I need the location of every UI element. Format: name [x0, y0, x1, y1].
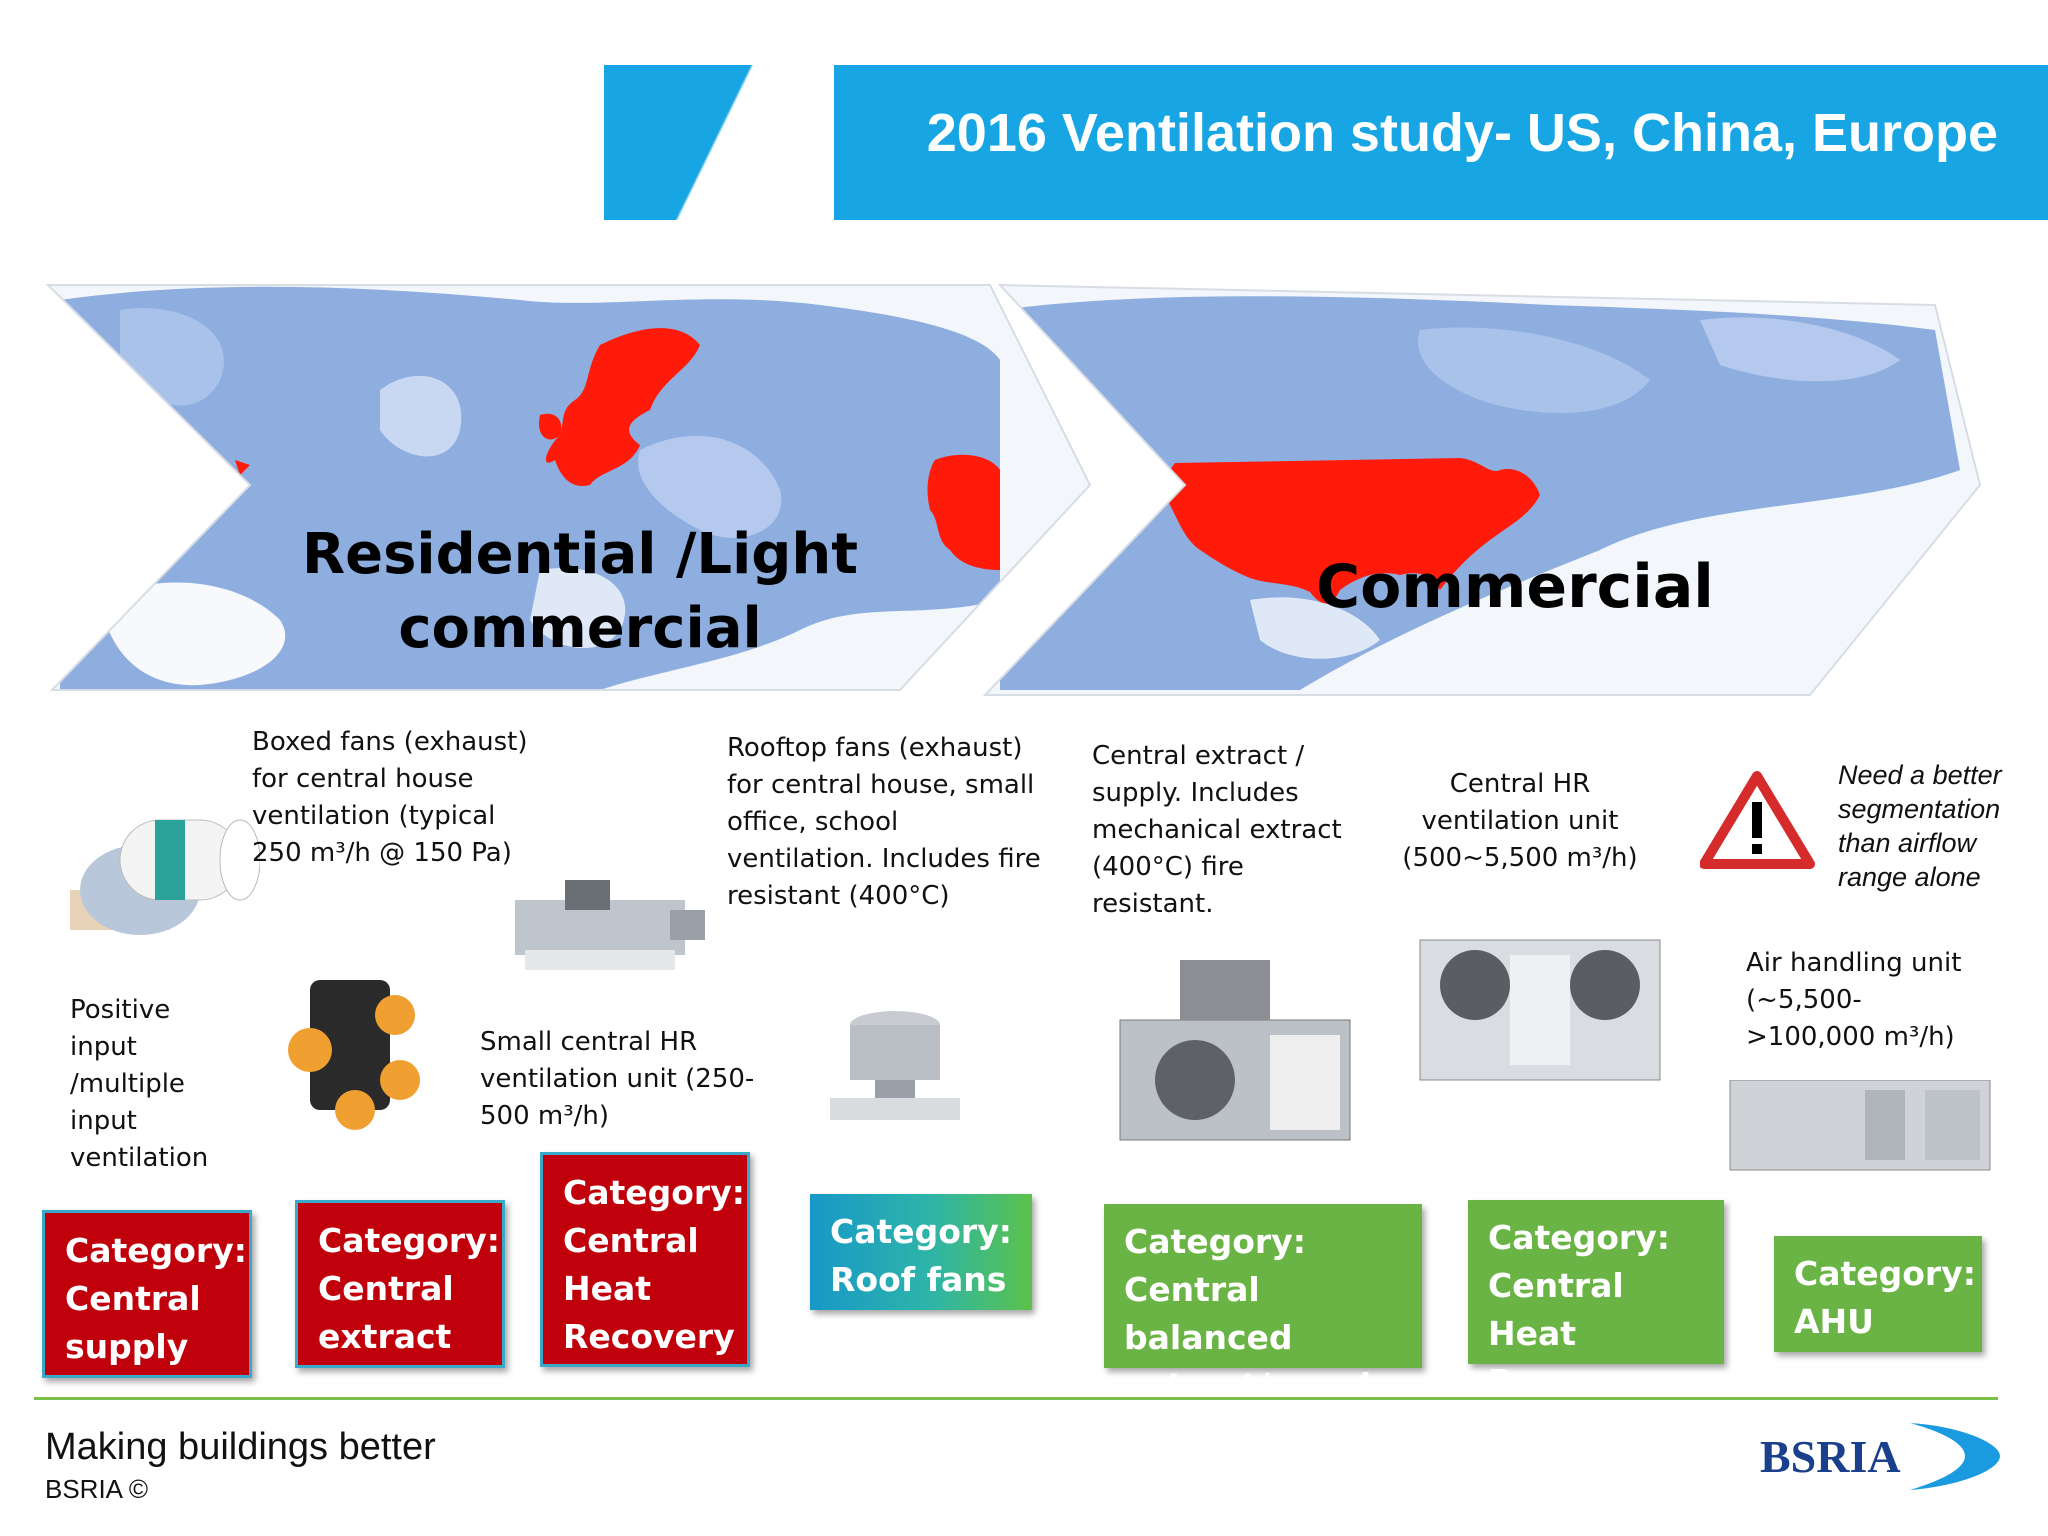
category-ahu: Category: AHU — [1774, 1236, 1982, 1352]
warning-note: Need a better segmentation than airflow … — [1838, 760, 2002, 892]
footer-copyright: BSRIA © — [45, 1474, 148, 1504]
europe-map — [48, 285, 1090, 690]
category-central-supply: Category: Central supply — [42, 1210, 252, 1378]
ahu-image — [1729, 1080, 1991, 1171]
residential-section-title: Residential /Light commercial — [301, 522, 859, 661]
map-chevrons — [45, 283, 1982, 696]
commercial-section-title: Commercial — [1316, 552, 1714, 622]
rooftop-fans-description: Rooftop fans (exhaust) for central house… — [727, 733, 1041, 911]
us-map — [985, 285, 1980, 695]
central-extract-description: Central extract / supply. Includes mecha… — [1092, 741, 1342, 919]
ahu-description: Air handling unit (~5,500- >100,000 m³/h… — [1746, 948, 1962, 1052]
central-hr-unit-image — [1419, 939, 1661, 1081]
footer-tagline: Making buildings better — [45, 1426, 436, 1468]
warning-triangle-icon — [1700, 771, 1815, 869]
category-central-heat-recovery-commercial: Category: Central Heat Recovery — [1468, 1200, 1724, 1401]
page-title: 2016 Ventilation study- US, China, Europ… — [926, 103, 1998, 163]
boxed-fans-description: Boxed fans (exhaust) for central house v… — [252, 727, 528, 868]
category-central-extract: Category: Central extract — [295, 1200, 505, 1368]
central-balanced-unit-image — [1119, 960, 1351, 1141]
positive-input-unit-image — [70, 819, 260, 935]
category-roof-fans: Category: Roof fans — [810, 1194, 1032, 1310]
small-hr-unit-image — [515, 880, 705, 970]
central-extract-unit-image — [288, 980, 420, 1130]
header-band — [604, 65, 2048, 220]
small-hr-description: Small central HR ventilation unit (250- … — [480, 1027, 755, 1131]
central-hr-description: Central HR ventilation unit (500~5,500 m… — [1402, 769, 1638, 873]
footer-divider — [34, 1397, 1998, 1400]
bsria-logo: BSRIA — [1760, 1423, 2000, 1490]
category-central-balanced: Category: Central balanced extract/suppl… — [1104, 1204, 1422, 1405]
positive-input-description: Positive input /multiple input ventilati… — [70, 995, 209, 1173]
svg-text:BSRIA: BSRIA — [1760, 1431, 1901, 1482]
roof-fan-image — [830, 1011, 960, 1120]
category-central-heat-recovery-residential: Category: Central Heat Recovery — [540, 1152, 750, 1367]
